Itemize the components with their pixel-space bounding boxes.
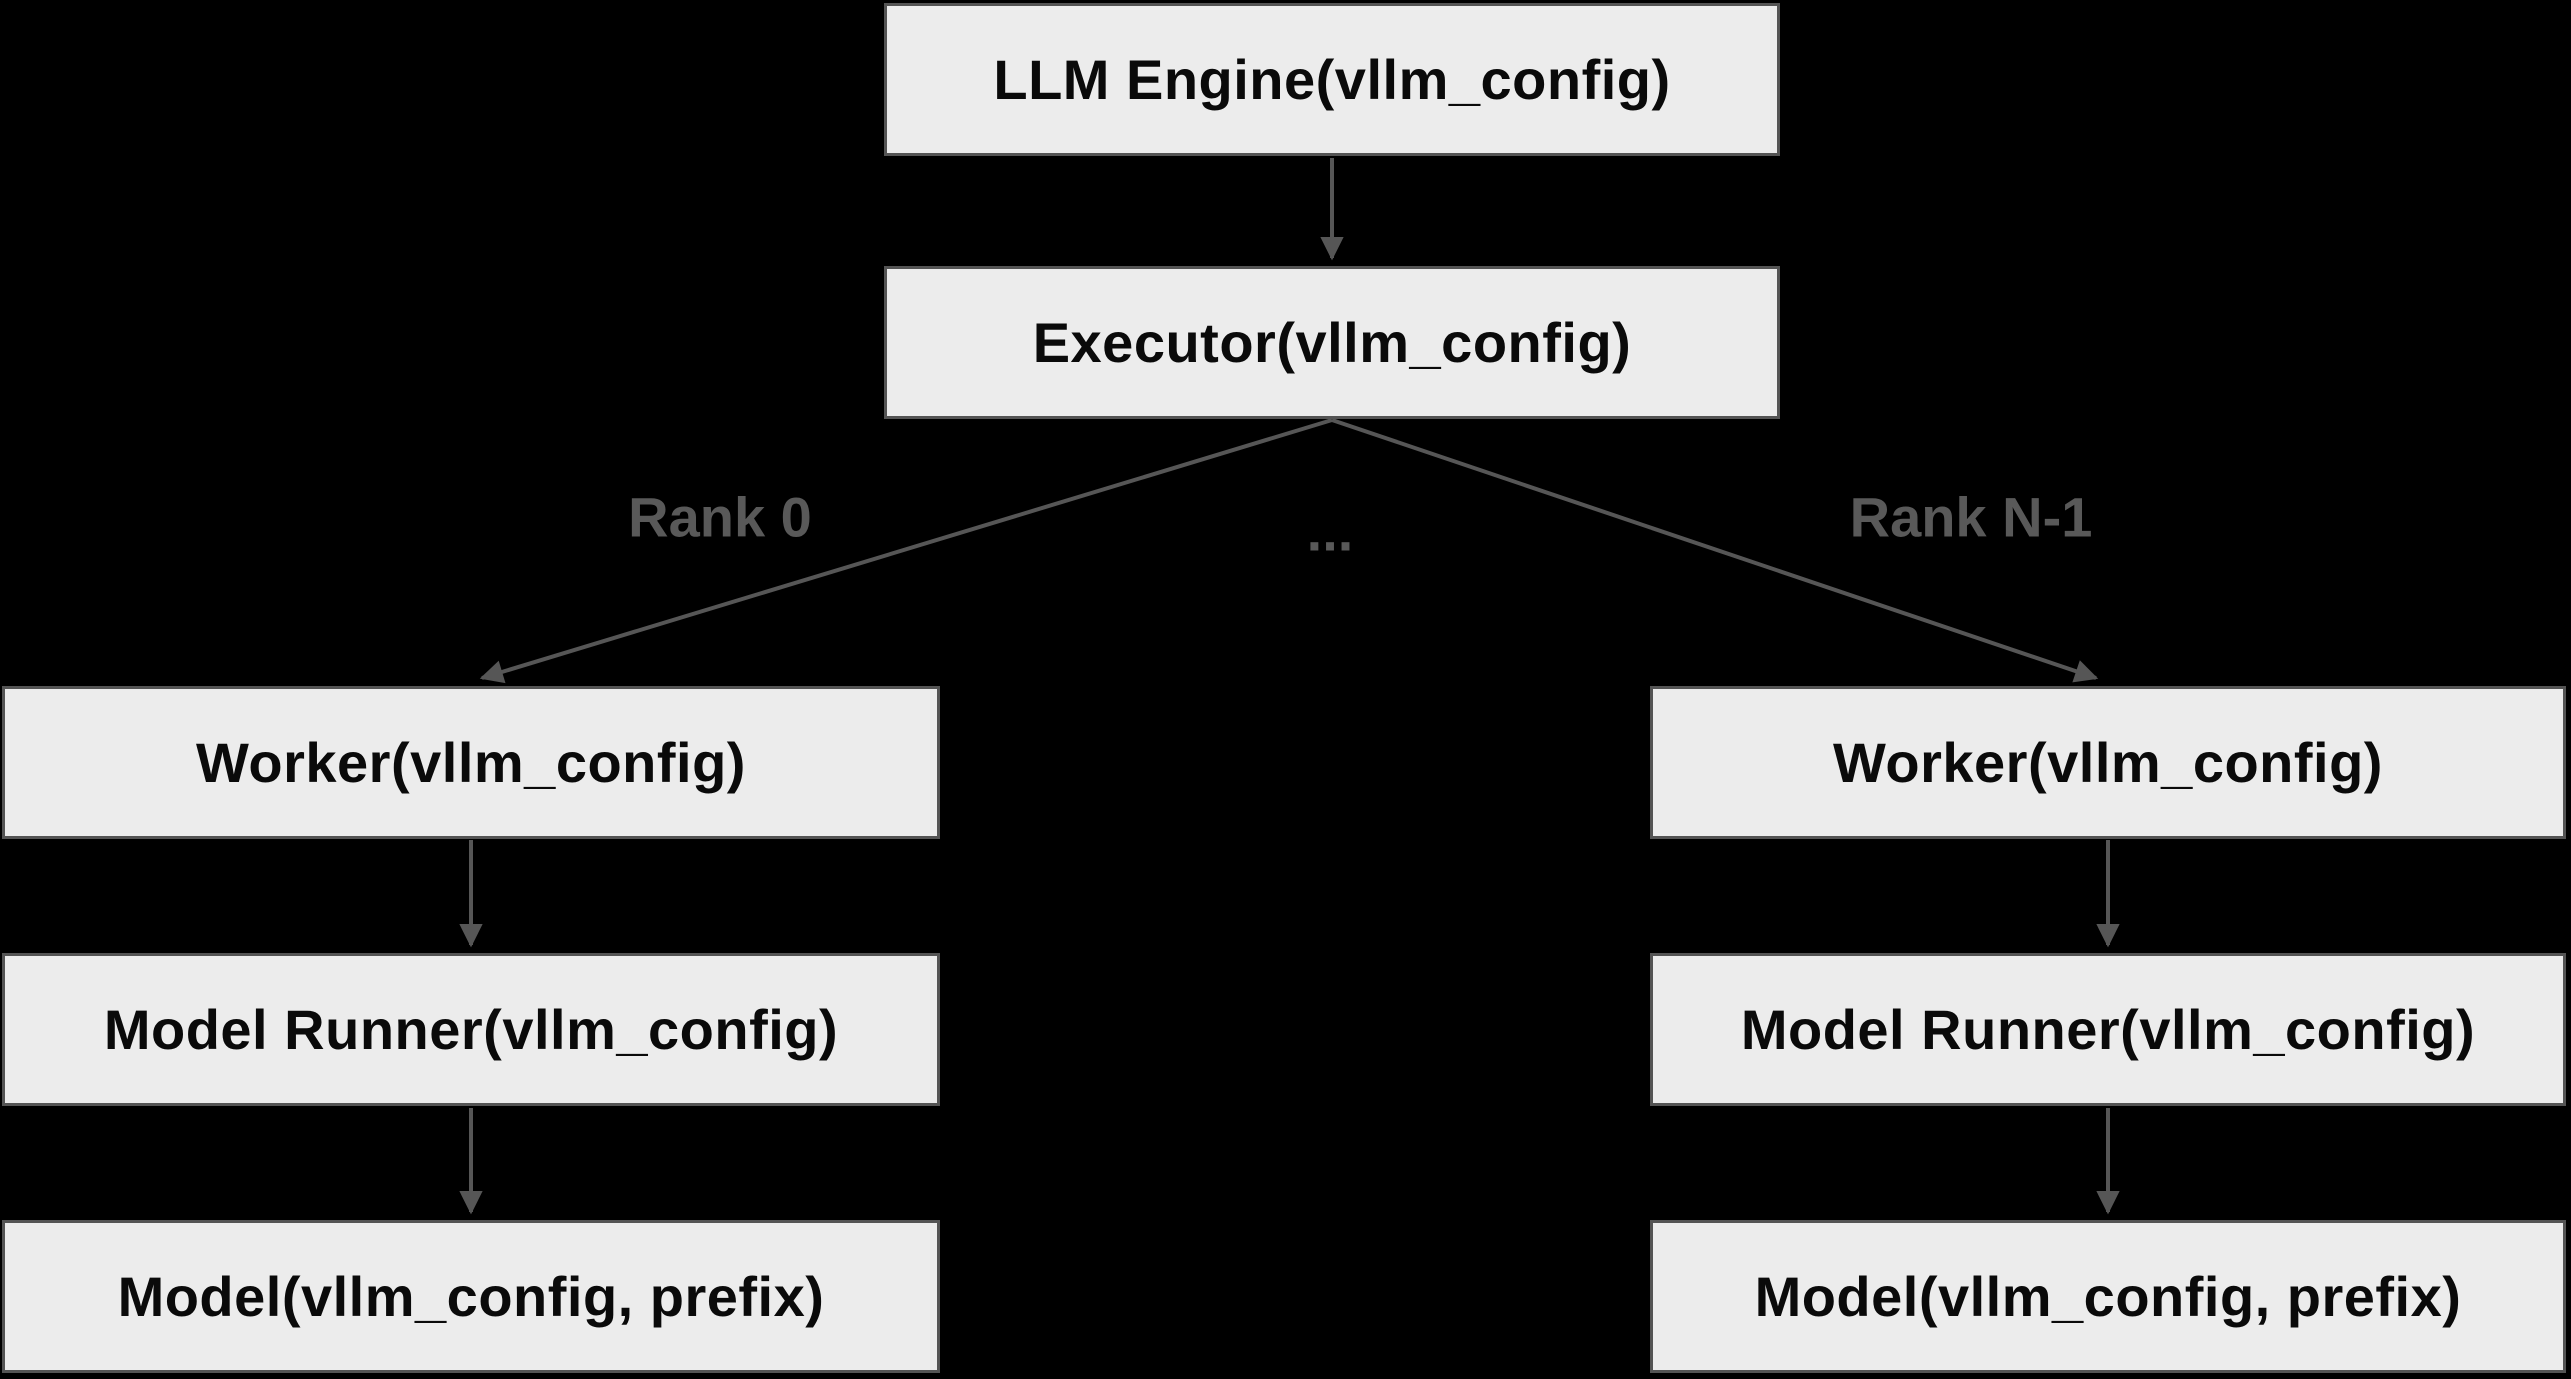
node-model-rank0-label: Model(vllm_config, prefix) <box>117 1265 825 1328</box>
node-worker-rankN-label: Worker(vllm_config) <box>1833 731 2383 794</box>
edge-label-ellipsis: ... <box>1306 499 1354 563</box>
edge-label-rank-0: Rank 0 <box>628 485 812 549</box>
node-llm-engine: LLM Engine(vllm_config) <box>884 3 1780 156</box>
node-model-runner-rankN-label: Model Runner(vllm_config) <box>1740 998 2476 1061</box>
node-model-runner-rank0-label: Model Runner(vllm_config) <box>103 998 839 1061</box>
node-executor: Executor(vllm_config) <box>884 266 1780 419</box>
edge-executor-to-worker-left <box>479 418 1333 684</box>
node-model-rank0: Model(vllm_config, prefix) <box>2 1220 940 1373</box>
node-executor-label: Executor(vllm_config) <box>1032 311 1632 374</box>
node-worker-rank0: Worker(vllm_config) <box>2 686 940 839</box>
edge-executor-to-worker-right <box>1331 418 2099 683</box>
node-llm-engine-label: LLM Engine(vllm_config) <box>993 48 1671 111</box>
node-model-rankN-label: Model(vllm_config, prefix) <box>1754 1265 2462 1328</box>
edge-label-rank-n-1: Rank N-1 <box>1849 485 2093 549</box>
node-model-runner-rank0: Model Runner(vllm_config) <box>2 953 940 1106</box>
node-worker-rankN: Worker(vllm_config) <box>1650 686 2566 839</box>
node-model-rankN: Model(vllm_config, prefix) <box>1650 1220 2566 1373</box>
node-worker-rank0-label: Worker(vllm_config) <box>196 731 746 794</box>
node-model-runner-rankN: Model Runner(vllm_config) <box>1650 953 2566 1106</box>
